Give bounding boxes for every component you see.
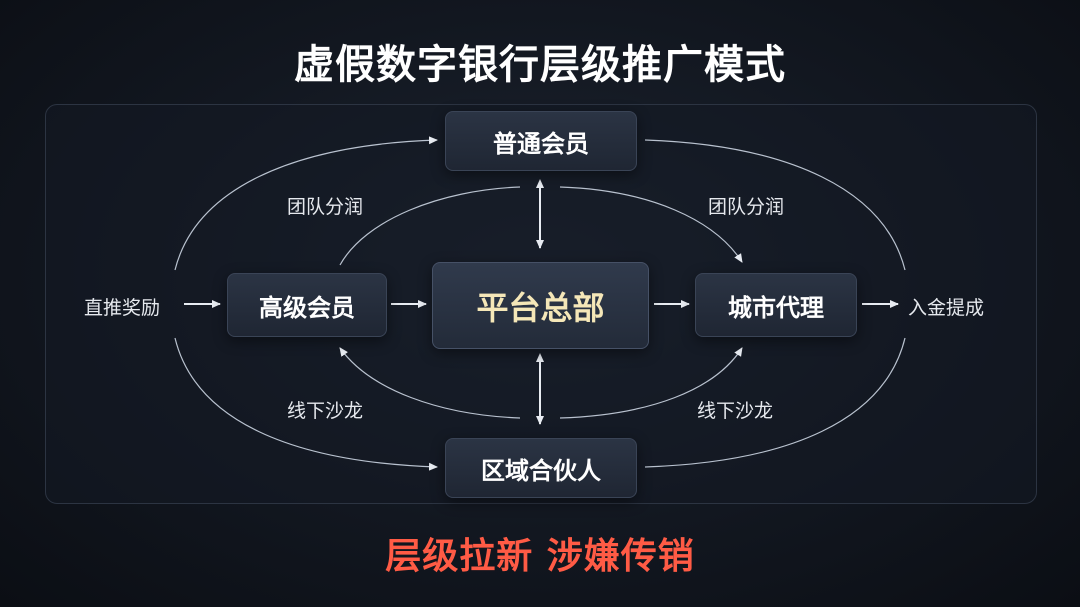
label-direct-referral-reward: 直推奖励 — [84, 297, 161, 319]
arc-inner-top-left — [339, 186, 521, 266]
arc-outer-bottom-right — [644, 337, 906, 468]
warning-caption: 层级拉新 涉嫌传销 — [385, 536, 695, 577]
node-senior-member: 高级会员 — [227, 273, 387, 337]
arc-inner-top-right — [559, 186, 743, 263]
node-platform-hq: 平台总部 — [432, 262, 649, 349]
label-deposit-commission: 入金提成 — [908, 297, 985, 319]
node-regional-partner: 区域合伙人 — [445, 438, 637, 498]
arc-inner-bottom-right — [559, 347, 743, 419]
arc-inner-bottom-left — [339, 347, 521, 419]
arc-outer-top-left — [174, 136, 438, 271]
label-team-profit-share-right: 团队分润 — [708, 196, 785, 218]
label-team-profit-share-left: 团队分润 — [287, 196, 364, 218]
node-city-agent: 城市代理 — [695, 273, 857, 337]
arc-outer-top-right — [644, 139, 906, 271]
node-regular-member: 普通会员 — [445, 111, 637, 171]
label-offline-salon-right: 线下沙龙 — [697, 400, 774, 422]
arc-outer-bottom-left — [174, 337, 438, 471]
label-offline-salon-left: 线下沙龙 — [287, 400, 364, 422]
page-title: 虚假数字银行层级推广模式 — [294, 42, 786, 88]
